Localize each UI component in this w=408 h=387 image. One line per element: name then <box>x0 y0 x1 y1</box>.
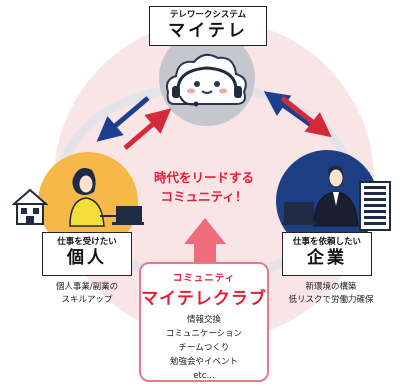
individual-title: 個人 <box>67 248 107 268</box>
center-message-line1: 時代をリードする <box>153 170 254 185</box>
community-item: 勉強会やイベント <box>169 357 238 367</box>
arrow-to-system-left <box>123 108 172 150</box>
individual-desc-line1: 個人事業/副業の <box>55 282 119 292</box>
individual-description: 個人事業/副業の スキルアップ <box>22 281 152 307</box>
house-icon <box>12 188 48 225</box>
community-title: マイテレクラブ <box>141 289 267 309</box>
center-message: 時代をリードする コミュニティ！ <box>134 168 274 206</box>
cloud-character-icon <box>166 53 247 107</box>
system-label-box: テレワークシステム マイテレ <box>149 6 267 46</box>
individual-subtitle: 仕事を受けたい <box>57 237 117 247</box>
community-items: 情報交換 コミュニケーション チームつくり 勉強会やイベント etc... <box>141 313 267 383</box>
company-label-box: 仕事を依頼したい 企業 <box>282 232 372 276</box>
community-item: チームつくり <box>178 343 230 353</box>
office-building-icon <box>359 181 391 231</box>
arrow-to-individual <box>96 96 150 142</box>
company-desc-line1: 新環境の構築 <box>305 282 357 292</box>
center-message-line2: コミュニティ！ <box>160 189 248 204</box>
company-description: 新環境の構築 低リスクで労働力確保 <box>266 281 396 307</box>
company-title: 企業 <box>307 248 347 268</box>
system-title: マイテレ <box>168 21 248 41</box>
laptop-icon <box>112 206 144 225</box>
community-item: 情報交換 <box>186 315 221 325</box>
individual-label-box: 仕事を受けたい 個人 <box>42 232 132 276</box>
arrow-community-up <box>184 218 226 262</box>
arrow-to-system-right <box>263 91 320 133</box>
company-subtitle: 仕事を依頼したい <box>292 237 361 247</box>
community-item: コミュニケーション <box>165 329 243 339</box>
company-person-illustration <box>282 165 359 227</box>
individual-desc-line2: スキルアップ <box>61 295 113 305</box>
community-subtitle: コミュニティ <box>172 273 236 284</box>
community-item: etc... <box>193 371 215 381</box>
community-box: コミュニティ マイテレクラブ 情報交換 コミュニケーション チームつくり 勉強会… <box>139 262 269 382</box>
company-desc-line2: 低リスクで労働力確保 <box>288 295 374 305</box>
arrow-to-company <box>280 96 332 138</box>
individual-person-illustration <box>69 168 122 227</box>
system-subtitle: テレワークシステム <box>169 10 247 20</box>
